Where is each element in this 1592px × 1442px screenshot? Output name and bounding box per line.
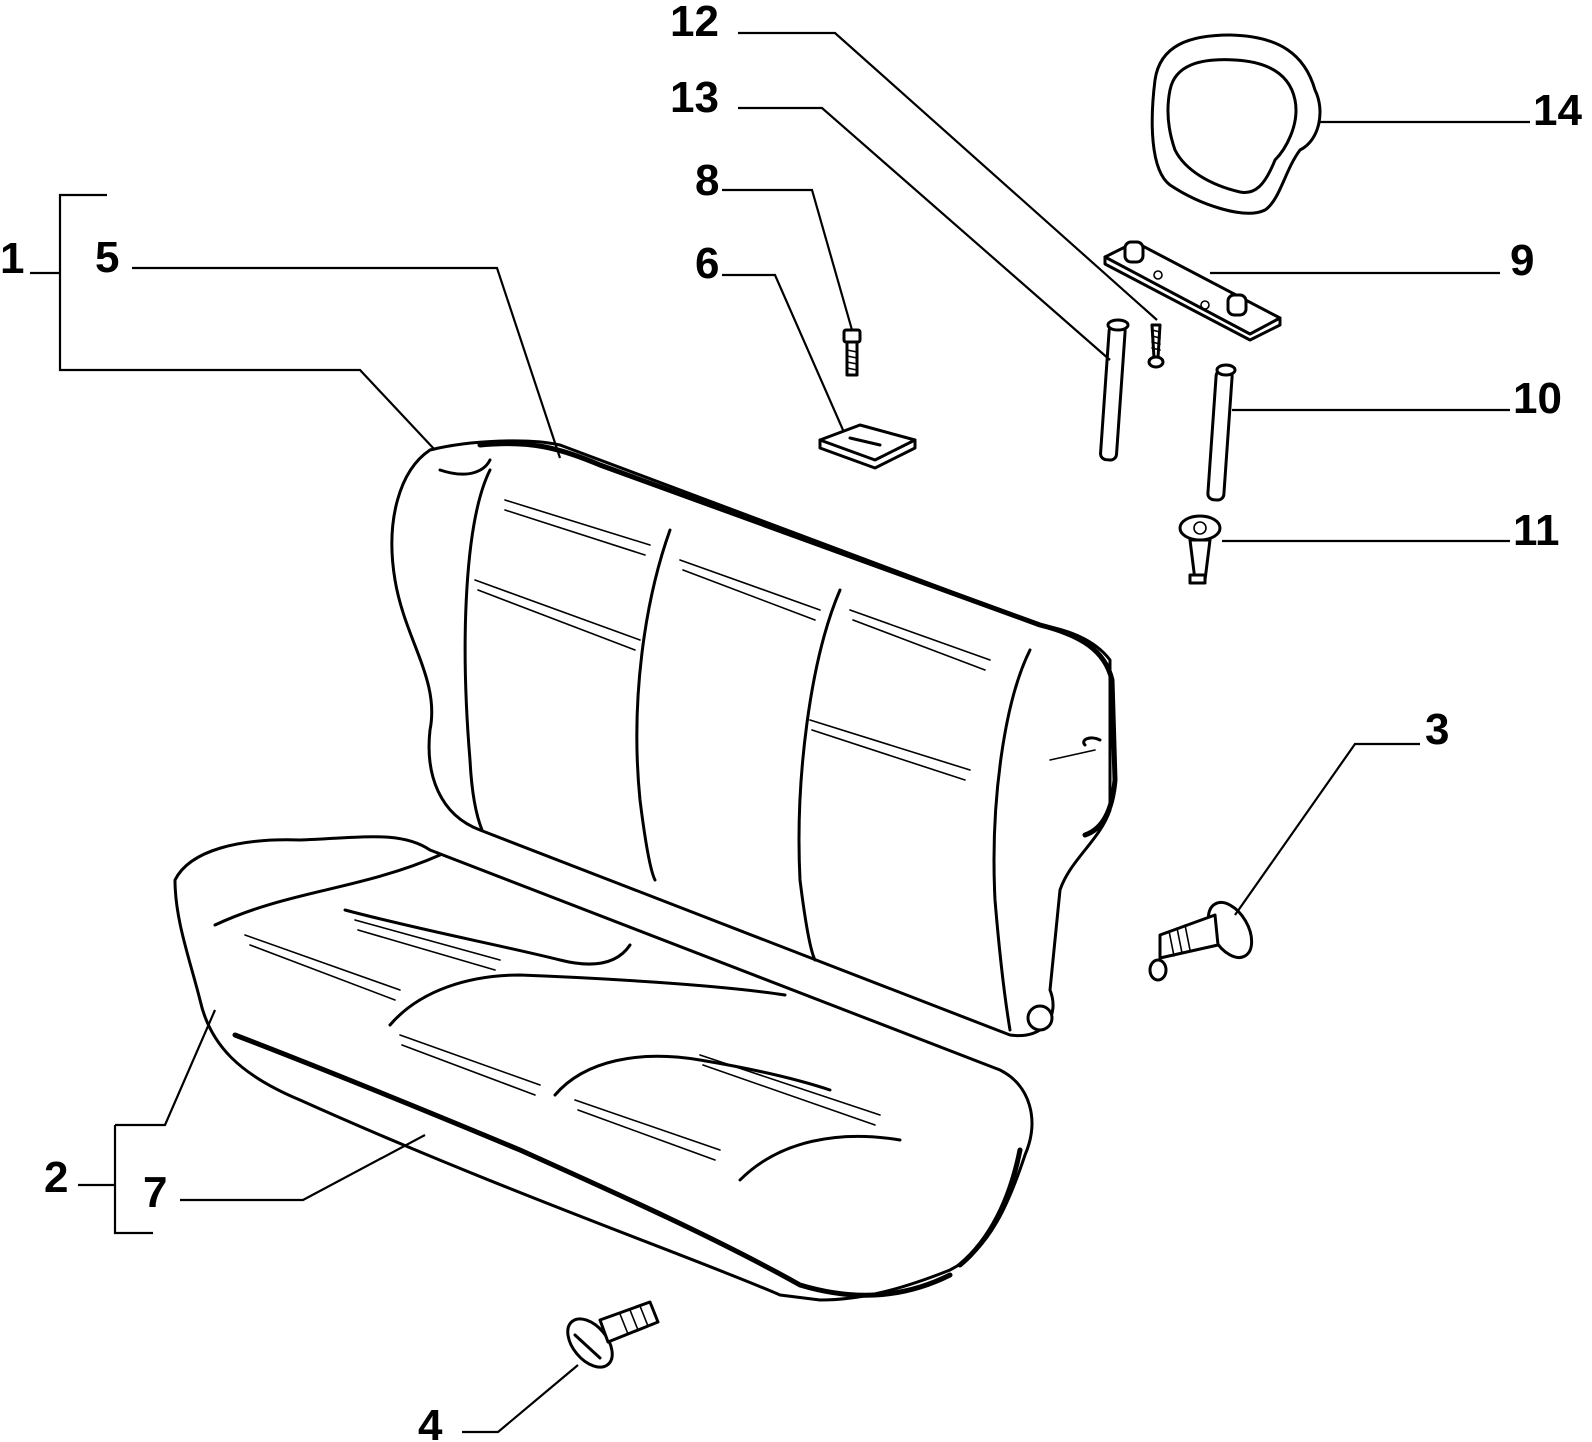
screw [1147, 323, 1165, 369]
callout-11: 11 [1513, 506, 1560, 555]
callout-1: 1 [0, 234, 24, 283]
callout-5: 5 [95, 233, 119, 282]
seat-backrest [390, 439, 1118, 1038]
guide-tube-10 [1206, 363, 1237, 502]
callout-10: 10 [1513, 374, 1562, 423]
callout-2: 2 [44, 1153, 68, 1202]
callout-9: 9 [1510, 236, 1534, 285]
callout-13: 13 [670, 73, 719, 122]
seat-cushion [173, 835, 1034, 1302]
callout-7: 7 [143, 1168, 167, 1217]
pin-4 [566, 1300, 660, 1369]
callout-8: 8 [695, 156, 719, 205]
callout-6: 6 [695, 239, 719, 288]
bolt [842, 328, 862, 377]
nut-plate [818, 423, 917, 470]
callout-4: 4 [418, 1401, 443, 1442]
pin-3 [1148, 901, 1254, 982]
guide-tube-13 [1099, 318, 1130, 462]
headrest [1150, 33, 1322, 215]
callout-12: 12 [670, 0, 719, 46]
callout-3: 3 [1425, 705, 1449, 754]
callout-14: 14 [1533, 86, 1582, 135]
leader-lines [30, 31, 1530, 1434]
headrest-plate [1103, 240, 1282, 342]
clip [1178, 514, 1222, 585]
